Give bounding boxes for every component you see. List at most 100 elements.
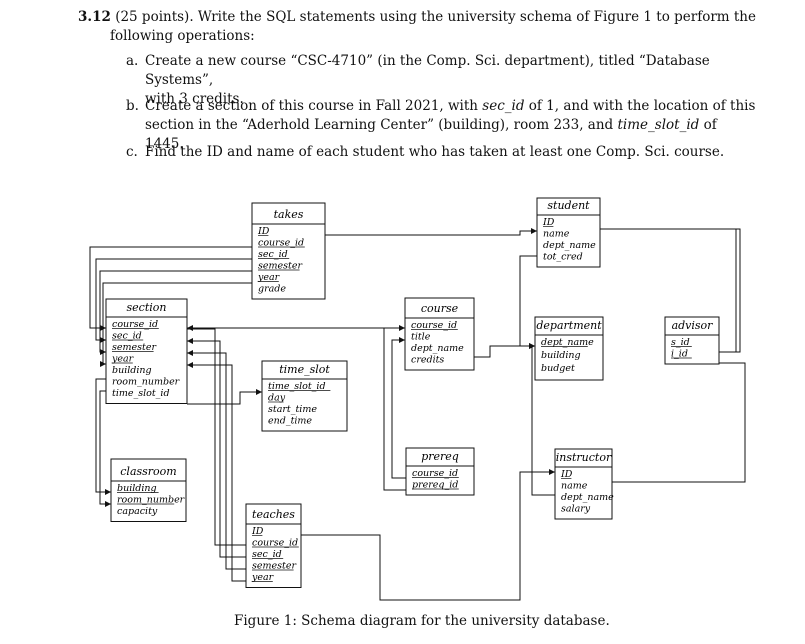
attribute: prereq_id [412,480,458,491]
relationship-line [383,325,406,491]
relationship-line [99,390,111,507]
table-title: student [547,199,590,212]
table-section: section course_idsec_idsemesteryearbuildi… [105,298,188,404]
table-advisor: advisor s_idi_id [664,316,720,365]
table-department: department dept_name building budget [534,316,604,381]
table-title: advisor [672,319,714,332]
attribute: sec_id [112,331,142,342]
relationship-line [600,228,741,353]
attribute: dept_name [411,343,464,354]
attribute: time_slot_id [112,388,170,399]
attribute: ID [560,469,573,480]
table-title: instructor [556,451,612,464]
item-a: a. Create a new course “CSC-4710” (in th… [126,52,756,109]
attribute: course_id [258,238,304,249]
attribute: sec_id [258,249,288,260]
attribute: salary [561,504,591,515]
attribute: title [411,332,431,343]
table-time-slot: time_slot time_slot_iddaystart_timeend_ti… [261,360,348,432]
item-a-line1: Create a new course “CSC-4710” (in the C… [145,53,710,88]
table-title: prereq [421,450,459,463]
question-number: 3.12 [78,9,111,25]
table-title: section [127,301,167,314]
relationship-line [95,258,252,343]
relationship-line [187,389,262,405]
attribute: year [257,272,281,283]
relationship-line [187,338,246,558]
table-title: classroom [120,465,176,478]
attribute: dept_name [541,337,594,348]
item-b: b. Create a section of this course in Fa… [126,97,756,154]
relationship-line [301,469,555,601]
attribute: course_id [252,538,298,549]
relationship-line [187,362,246,582]
attribute: dept_name [561,492,614,503]
item-b-line1: Create a section of this course in Fall … [145,98,756,114]
attribute: budget [541,363,575,374]
attribute: year [251,572,275,583]
relationship-line [187,350,246,570]
attribute: building [112,365,152,376]
item-a-line2: with 3 credits. [145,91,244,107]
table-title: time_slot [279,363,330,376]
table-title: course [421,302,459,315]
attribute: start_time [268,404,317,415]
question-header: 3.12 (25 points). Write the SQL statemen… [78,8,758,46]
attribute: building [117,483,157,494]
relationship-line [325,228,537,236]
attribute: room_number [112,377,181,388]
attribute: ID [542,217,555,228]
attribute: capacity [117,506,158,517]
relationship-line [95,378,111,495]
attribute: semester [112,342,157,353]
attribute: course_id [112,319,158,330]
attribute: dept_name [543,240,596,251]
relationship-line [100,282,252,367]
item-b-line2: section in the “Aderhold Learning Center… [145,117,717,152]
relationship-line [474,343,535,358]
item-c-line: Find the ID and name of each student who… [145,144,725,160]
attribute: name [561,481,588,492]
item-a-label: a. [126,53,139,69]
attribute: building [541,350,581,361]
question-prompt-line1: Write the SQL statements using the unive… [197,9,756,25]
attribute: day [268,393,286,404]
table-title: teaches [252,508,295,521]
question-prompt-line2: following operations: [110,28,255,44]
item-c-label: c. [126,144,138,160]
item-c: c. Find the ID and name of each student … [126,143,756,162]
relationship-line [187,328,246,546]
table-title: department [536,319,602,332]
table-title: takes [274,208,304,221]
attribute: room_number [117,495,186,506]
attribute: ID [257,226,270,237]
relationship-line [391,337,406,479]
attribute: semester [252,561,297,572]
relationship-line [531,345,555,496]
attribute: grade [258,284,286,295]
relationship-line [612,362,746,483]
attribute: credits [411,355,444,366]
relationship-line [519,255,537,349]
attribute: ID [251,526,264,537]
attribute: tot_cred [543,252,583,263]
item-b-label: b. [126,98,139,114]
attribute: name [543,229,570,240]
attribute: s_id [671,337,690,348]
attribute: time_slot_id [268,381,326,392]
attribute: end_time [268,416,312,427]
attribute: course_id [411,320,457,331]
question-points: (25 points). [115,9,194,25]
figure-caption: Figure 1: Schema diagram for the univers… [234,613,610,629]
attribute: sec_id [252,549,282,560]
attribute: i_id [671,349,688,360]
attribute: year [111,354,135,365]
